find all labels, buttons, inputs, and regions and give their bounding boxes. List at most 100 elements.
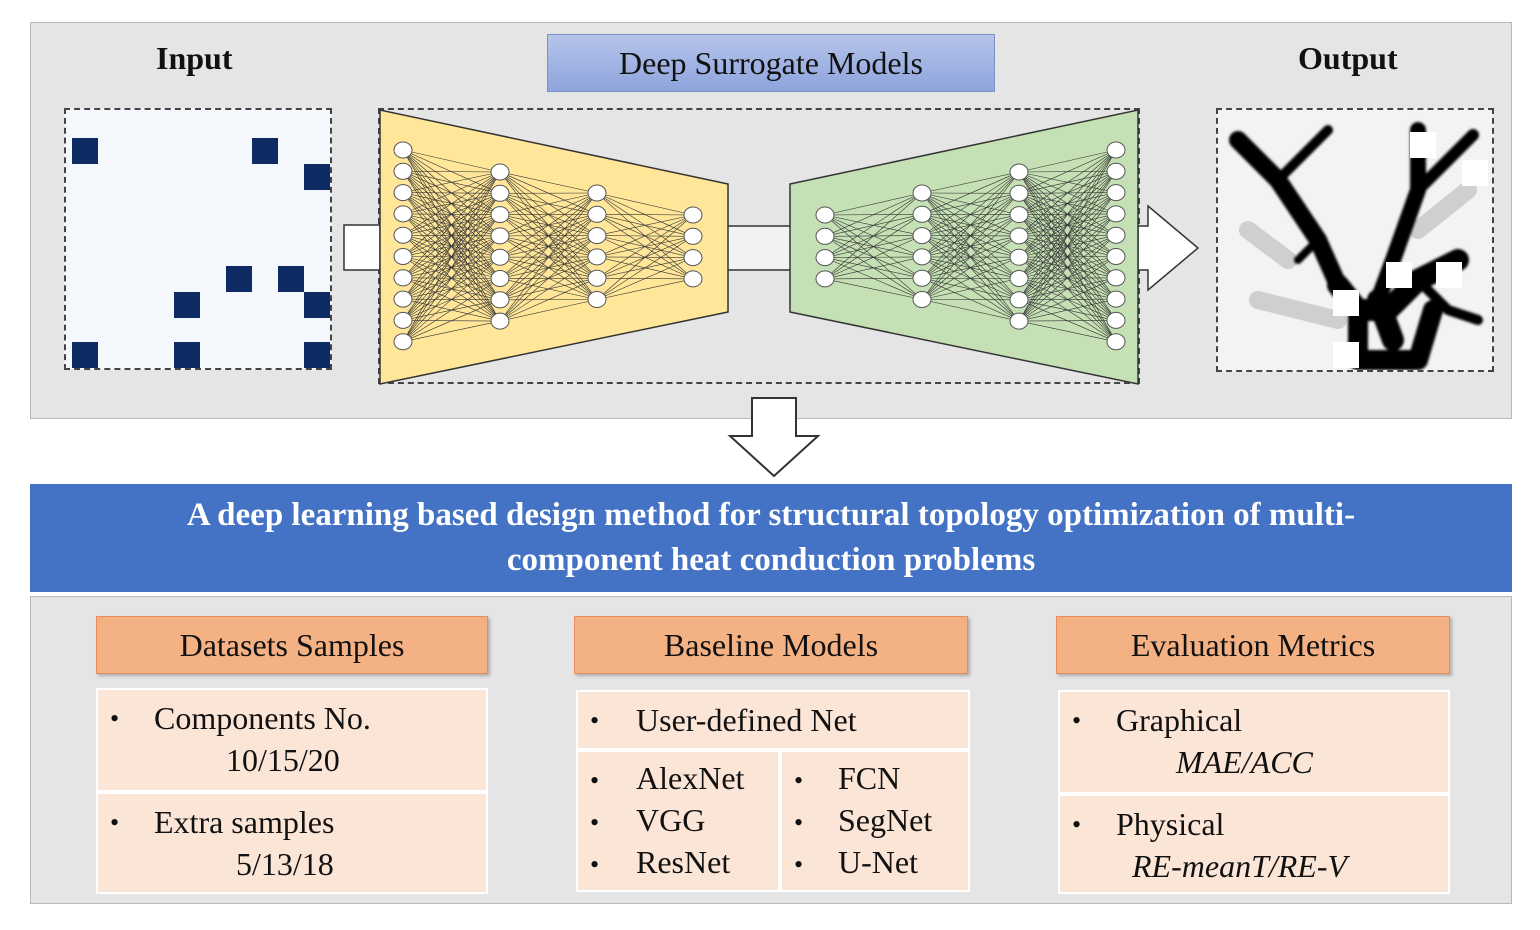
neuron-node [1106, 226, 1126, 244]
neuron-node [815, 227, 835, 245]
graphical-metric-box: • Graphical MAE/ACC [1058, 690, 1450, 794]
connection-line [1018, 149, 1117, 215]
neuron-node [490, 291, 510, 309]
bullet: • [590, 706, 600, 735]
neuron-node [1009, 184, 1029, 202]
connection-line [499, 299, 598, 322]
connection-line [596, 257, 694, 300]
neuron-node [393, 141, 413, 159]
output-arrow [1137, 204, 1200, 292]
network-neurons [393, 141, 1126, 351]
connection-line [1018, 320, 1117, 322]
connection-line [824, 256, 923, 280]
connection-line [1018, 298, 1117, 322]
connection-line [499, 192, 598, 237]
datasets-header: Datasets Samples [96, 616, 488, 674]
neuron-node [912, 227, 932, 245]
connection-line [921, 171, 1020, 194]
connection-line [921, 299, 1020, 322]
neuron-node [393, 269, 413, 287]
connection-line [824, 192, 923, 258]
neuron-node [683, 227, 703, 245]
connection-line [402, 171, 501, 173]
neuron-node [587, 269, 607, 287]
neuron-node [1009, 206, 1029, 224]
connection-line [499, 192, 598, 258]
connection-line [921, 171, 1020, 279]
connection-line [1018, 320, 1117, 342]
neuron-node [815, 206, 835, 224]
connection-line [499, 171, 598, 194]
extra-samples-value: 5/13/18 [236, 846, 334, 882]
connection-line [596, 214, 694, 236]
neuron-node [912, 205, 932, 223]
method-title-banner: A deep learning based design method for … [30, 484, 1512, 592]
connection-line [1018, 213, 1117, 322]
connection-line [1018, 149, 1117, 279]
neuron-node [490, 163, 510, 181]
neuron-node [815, 249, 835, 267]
neuron-node [1009, 312, 1029, 330]
neuron-node [1106, 205, 1126, 223]
connection-line [402, 171, 501, 342]
banner-line-1: A deep learning based design method for … [186, 497, 1356, 533]
neuron-node [1106, 290, 1126, 308]
connection-line [402, 171, 501, 236]
user-defined-box: • User-defined Net [576, 690, 970, 750]
connection-line [824, 235, 923, 280]
physical-metric-box: • Physical RE-meanT/RE-V [1058, 794, 1450, 894]
neuron-node [393, 311, 413, 329]
neuron-node [1009, 291, 1029, 309]
baseline-vgg: VGG [636, 802, 706, 838]
connection-line [596, 214, 694, 279]
connection-line [824, 192, 923, 280]
bullet: • [110, 808, 120, 837]
bullet: • [794, 766, 804, 795]
input-component-layout [64, 108, 332, 370]
neuron-node [1106, 141, 1126, 159]
neuron-node [1106, 162, 1126, 180]
neuron-node [393, 184, 413, 202]
neuron-node [393, 205, 413, 223]
connection-line [921, 235, 1020, 300]
connection-line [1018, 149, 1117, 322]
connection-line [499, 192, 598, 301]
connection-line [402, 299, 501, 342]
user-defined-net: User-defined Net [636, 702, 857, 738]
neuron-node [587, 227, 607, 245]
bullet: • [1072, 810, 1082, 839]
component-block [226, 266, 252, 292]
output-topology-map [1216, 108, 1494, 372]
connection-line [921, 214, 1020, 300]
input-arrow [343, 224, 381, 271]
neuron-node [490, 184, 510, 202]
component-block [174, 342, 200, 368]
connection-line [1018, 256, 1117, 322]
connection-line [402, 171, 501, 300]
connection-line [1018, 277, 1117, 322]
neuron-node [1106, 269, 1126, 287]
neuron-node [912, 291, 932, 308]
neuron-node [587, 184, 607, 202]
connection-line [596, 214, 694, 300]
connection-line [921, 256, 1020, 300]
connection-line [499, 277, 598, 322]
connection-line [824, 192, 923, 216]
neuron-node [683, 206, 703, 224]
neuron-node [912, 248, 932, 266]
component-block [252, 138, 278, 164]
connection-line [596, 278, 694, 300]
connection-line [499, 214, 598, 322]
connection-line [596, 214, 694, 216]
baseline-segnet: SegNet [838, 802, 933, 838]
connection-line [824, 192, 923, 237]
connection-line [824, 277, 923, 280]
deep-surrogate-models-title: Deep Surrogate Models [547, 34, 995, 92]
connection-line [596, 214, 694, 258]
connection-line [499, 235, 598, 322]
graphical-label: Graphical [1116, 702, 1243, 738]
component-block [72, 342, 98, 368]
extra-samples-label: Extra samples [154, 804, 335, 840]
graphical-value: MAE/ACC [1176, 744, 1313, 780]
